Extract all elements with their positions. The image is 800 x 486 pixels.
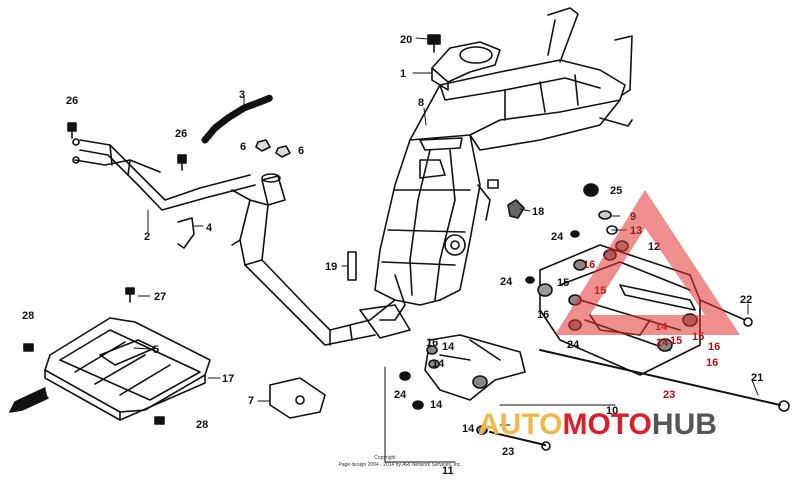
bolt-part-28 — [23, 343, 165, 425]
callout-8: 8 — [418, 97, 424, 109]
callout-6a: 6 — [240, 141, 246, 153]
nut-part-6 — [255, 139, 291, 158]
bolt-part-26 — [67, 122, 187, 171]
lower-link-assembly — [399, 334, 551, 451]
callout-26a: 26 — [66, 95, 78, 107]
pin-part-19 — [347, 251, 357, 281]
callout-17: 17 — [222, 373, 234, 385]
callout-21: 21 — [751, 372, 763, 384]
callout-22: 22 — [740, 294, 752, 306]
watermark-auto: AUTO — [478, 408, 562, 441]
callout-19: 19 — [325, 261, 337, 273]
bolt-part-27 — [125, 287, 135, 303]
callout-24a: 24 — [551, 231, 564, 243]
callout-16b: 16 — [537, 309, 549, 321]
copyright-footer: Copyright Page design 2004 - 2014 by ARI… — [338, 455, 461, 468]
callout-16a: 16 — [426, 337, 438, 349]
watermark-logo: AUTOMOTOHUB — [478, 190, 740, 441]
callout-14c: 14 — [430, 399, 443, 411]
callout-16c: 16 — [583, 259, 595, 271]
callout-15a: 15 — [557, 277, 569, 289]
callout-23a: 23 — [663, 389, 675, 401]
callout-24d: 24 — [394, 389, 407, 401]
callout-23b: 23 — [502, 446, 514, 458]
callout-18: 18 — [532, 206, 544, 218]
bracket-part-1 — [431, 41, 501, 91]
step-bracket-part-17 — [44, 317, 211, 421]
callout-26b: 26 — [175, 128, 187, 140]
callout-28a: 28 — [22, 310, 34, 322]
callout-2: 2 — [144, 231, 150, 243]
callout-24b: 24 — [500, 276, 513, 288]
watermark-hub: HUB — [652, 408, 717, 441]
rail-pipe-part-2 — [72, 138, 256, 211]
hose-part-3 — [201, 94, 274, 144]
svg-text:AUTOMOTOHUB: AUTOMOTOHUB — [478, 408, 717, 441]
callout-16e: 16 — [706, 357, 718, 369]
copyright-line-2: Page design 2004 - 2014 by ARI Network S… — [338, 462, 461, 468]
clip-part-4 — [177, 217, 195, 249]
callout-20: 20 — [400, 34, 412, 46]
bracket-part-7 — [269, 377, 326, 419]
callout-14a: 14 — [442, 341, 455, 353]
callout-25: 25 — [610, 185, 622, 197]
callout-15c: 15 — [670, 335, 682, 347]
copyright-line-1: Copyright — [374, 455, 396, 461]
callout-6b: 6 — [298, 145, 304, 157]
callout-4: 4 — [206, 222, 213, 234]
callout-7: 7 — [248, 395, 254, 407]
callout-27: 27 — [154, 291, 166, 303]
damper-part-18 — [507, 199, 525, 219]
front-arrow-icon — [9, 387, 49, 413]
callout-10: 10 — [606, 405, 618, 417]
leader-lines — [133, 37, 759, 463]
callout-11: 11 — [442, 465, 454, 477]
callout-14d: 14 — [462, 423, 475, 435]
callout-14b: 14 — [432, 358, 445, 370]
callout-14f: 14 — [656, 337, 669, 349]
callout-3: 3 — [239, 89, 245, 101]
callout-5: 5 — [153, 344, 159, 356]
callout-24c: 24 — [567, 339, 580, 351]
watermark-moto: MOTO — [562, 408, 651, 441]
bolt-part-21 — [539, 349, 790, 412]
callout-1: 1 — [400, 68, 406, 80]
callout-28b: 28 — [196, 419, 208, 431]
bolt-part-20 — [427, 34, 441, 53]
front-down-tube — [231, 173, 411, 346]
callout-16d: 16 — [708, 341, 720, 353]
